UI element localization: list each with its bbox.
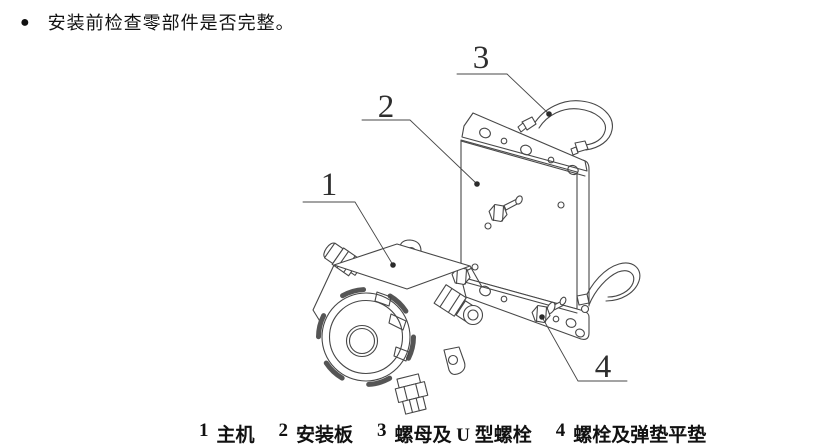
u-bolt-thread-tip: [570, 146, 579, 156]
plate-hole: [565, 318, 577, 328]
caption-item: 2 安装板: [279, 420, 354, 447]
leader-line: [456, 73, 550, 115]
pre-install-note: ● 安装前检查零部件是否完整。: [20, 11, 295, 35]
plate-bolt: [488, 195, 523, 223]
callout-2: 2: [361, 89, 480, 187]
sensor-fitting: [394, 373, 429, 415]
u-bolt-thread-tip: [517, 122, 527, 133]
plate-hole: [557, 201, 565, 209]
u-bolt-washer: [580, 304, 590, 314]
caption-item: 1 主机: [199, 420, 255, 447]
plate-hole: [567, 164, 579, 176]
mounting-ear-bottom: [443, 346, 466, 376]
caption-part-number: 3: [377, 420, 387, 441]
callout-4: 4: [539, 314, 628, 385]
u-bolt-top: [517, 100, 613, 156]
cable-gland-right: [433, 284, 484, 326]
leader-line: [541, 316, 628, 382]
bullet-icon: ●: [20, 14, 30, 31]
top-fold-line: [460, 140, 586, 177]
plate-hole: [520, 144, 532, 156]
plate-hole: [552, 315, 560, 323]
bolt-washer: [471, 263, 479, 271]
mounting-plate: [460, 112, 590, 340]
note-text: 安装前检查零部件是否完整。: [47, 13, 295, 33]
callouts: 1 2 3 4: [302, 40, 628, 385]
caption-part-label: 主机: [216, 425, 255, 446]
caption-part-label: 螺母及 U 型螺栓: [394, 425, 532, 446]
caption-part-label: 螺栓及弹垫平垫: [573, 425, 707, 446]
caption-part-number: 2: [278, 420, 289, 441]
caption-part-number: 1: [199, 420, 209, 441]
caption-item: 3 螺母及 U 型螺栓: [377, 420, 532, 447]
callout-number-2: 2: [378, 89, 395, 125]
callout-dot: [390, 262, 396, 268]
callout-3: 3: [456, 40, 552, 117]
bolt-washer: [515, 195, 523, 205]
callout-dot: [546, 111, 552, 117]
leader-line: [302, 201, 394, 266]
plate-hole: [484, 222, 492, 230]
callout-1: 1: [302, 167, 396, 268]
flange-bolt-right: [531, 296, 567, 324]
figure-caption: 1 主机 2 安装板 3 螺母及 U 型螺栓 4 螺栓及弹垫平垫: [199, 420, 706, 447]
callout-number-3: 3: [473, 40, 490, 76]
callout-number-1: 1: [321, 167, 338, 203]
caption-part-label: 安装板: [296, 425, 354, 446]
bolt-washer: [559, 296, 567, 306]
front-cover: [316, 287, 416, 387]
cover-window: [345, 324, 379, 358]
plate-right-lip: [576, 159, 590, 307]
callout-number-4: 4: [595, 349, 612, 385]
plate-hole: [500, 295, 508, 303]
ear-hole: [447, 354, 459, 366]
u-bolt-nut: [576, 293, 590, 306]
callout-dot: [474, 181, 480, 187]
flange-bolt-left: [451, 263, 479, 286]
plate-hole: [500, 137, 508, 145]
plate-hole: [575, 328, 585, 338]
plate-hole: [479, 285, 491, 297]
plate-hole: [479, 127, 491, 139]
unit-body: [333, 243, 471, 290]
u-bolt-bottom: [576, 262, 641, 314]
cover-grip-lugs: [316, 287, 416, 387]
caption-part-number: 4: [555, 420, 566, 441]
caption-item: 4 螺栓及弹垫平垫: [556, 420, 707, 447]
leader-line: [361, 119, 478, 185]
plate-hole: [547, 156, 555, 164]
main-unit: [312, 239, 484, 415]
callout-dot: [539, 314, 545, 320]
